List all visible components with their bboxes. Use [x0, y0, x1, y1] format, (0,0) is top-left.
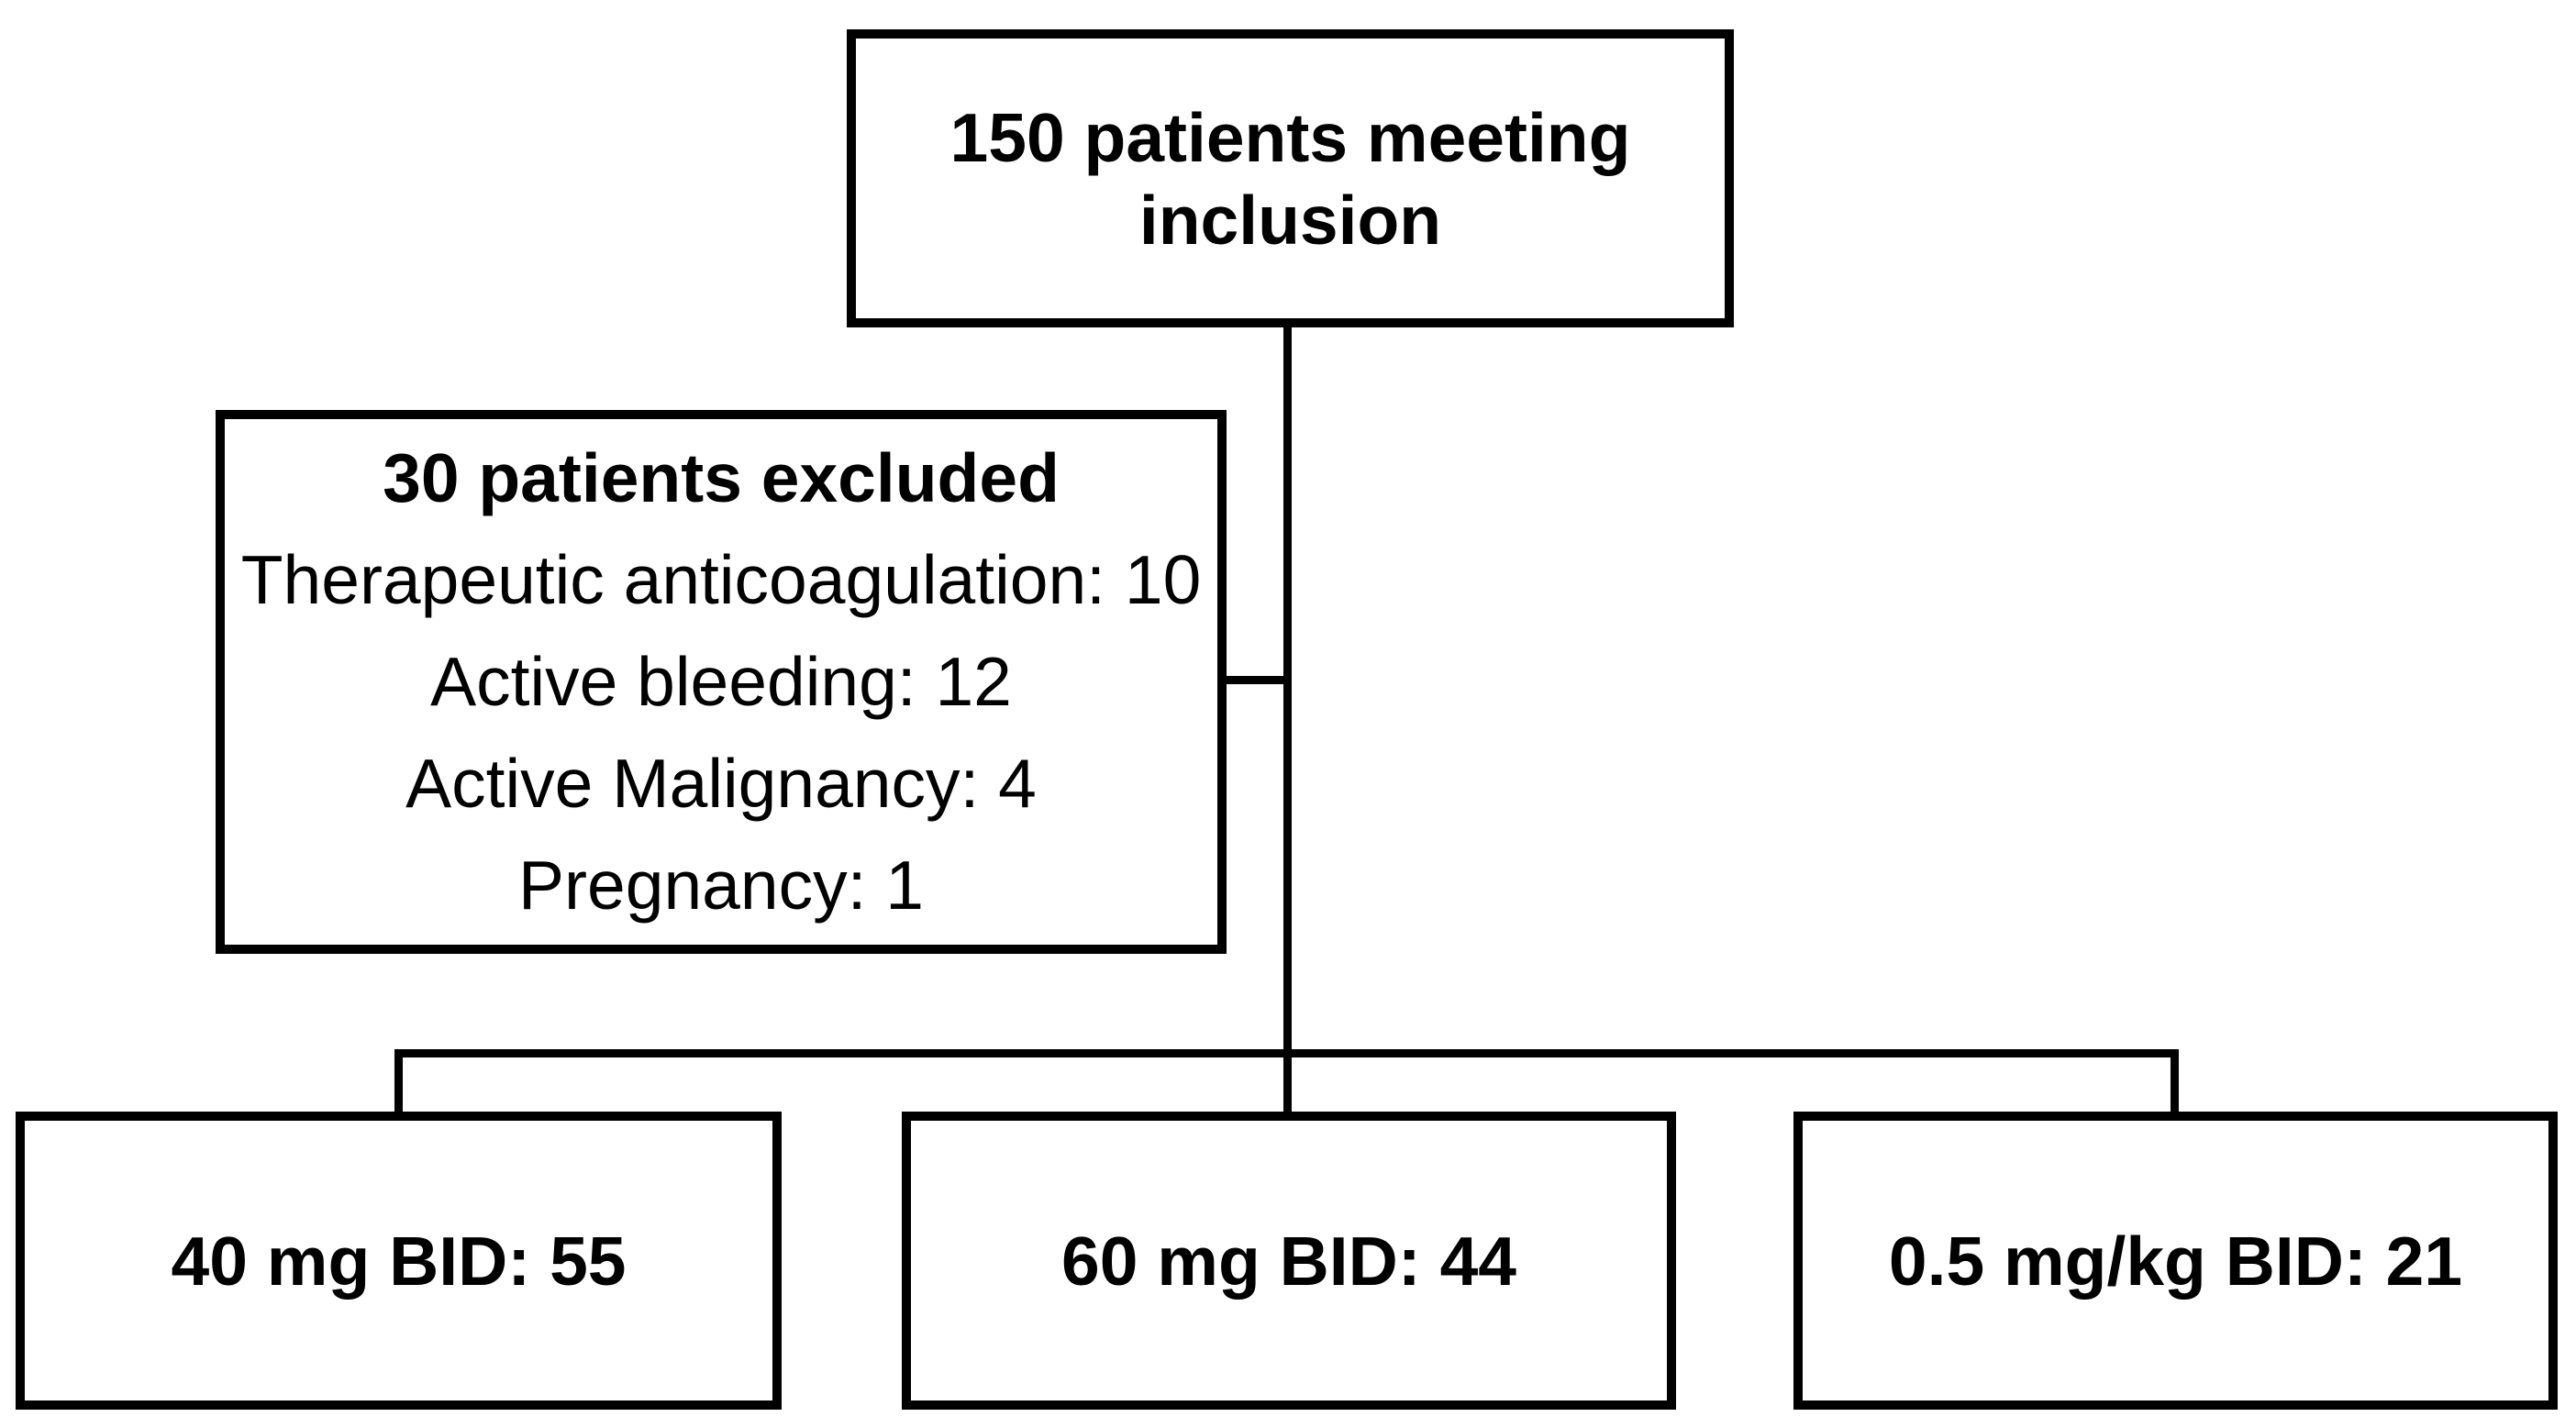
- arm-box-40mg-bid-label: 40 mg BID: 55: [171, 1222, 627, 1300]
- excluded-box-title: 30 patients excluded: [383, 439, 1060, 516]
- excluded-reason-active-malignancy: Active Malignancy: 4: [405, 745, 1037, 822]
- arm-box-40mg-bid: 40 mg BID: 55: [16, 1112, 782, 1410]
- arm-box-60mg-bid-label: 60 mg BID: 44: [1061, 1222, 1516, 1300]
- excluded-box: 30 patients excluded Therapeutic anticoa…: [216, 410, 1227, 954]
- inclusion-box-line-1: 150 patients meeting: [949, 98, 1631, 176]
- arm-box-05mgkg-bid: 0.5 mg/kg BID: 21: [1793, 1112, 2558, 1410]
- excluded-reason-active-bleeding: Active bleeding: 12: [430, 643, 1012, 720]
- branch-horizontal-line: [394, 1049, 2179, 1057]
- excluded-connector-line: [1227, 676, 1287, 684]
- branch-right-drop-line: [2171, 1049, 2179, 1115]
- arm-box-60mg-bid: 60 mg BID: 44: [902, 1112, 1676, 1410]
- arm-box-05mgkg-bid-label: 0.5 mg/kg BID: 21: [1888, 1222, 2463, 1300]
- branch-left-drop-line: [394, 1049, 403, 1115]
- inclusion-box-line-2: inclusion: [1138, 181, 1442, 259]
- excluded-reason-pregnancy: Pregnancy: 1: [518, 847, 924, 924]
- inclusion-box: 150 patients meeting inclusion: [847, 29, 1734, 327]
- trunk-connector-line: [1283, 327, 1292, 1112]
- excluded-reason-therapeutic-anticoagulation: Therapeutic anticoagulation: 10: [240, 541, 1202, 618]
